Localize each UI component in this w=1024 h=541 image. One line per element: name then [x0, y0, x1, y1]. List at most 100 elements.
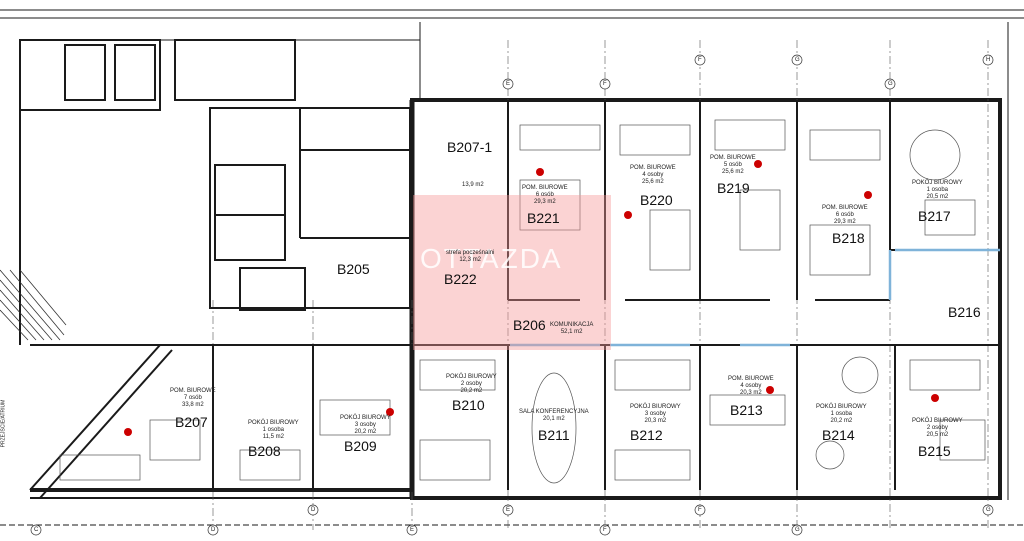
room-b209-label: B209	[344, 438, 377, 454]
room-b222-label: B222	[444, 271, 477, 287]
room-b213-label: B213	[730, 402, 763, 418]
marker-dot	[124, 428, 132, 436]
info-line: 5 osób	[723, 162, 742, 168]
info-line: 33,8 m2	[181, 402, 204, 408]
watermark-logo: OTTAZDA	[420, 243, 563, 274]
info-line: 1 osoba	[926, 187, 949, 193]
room-b206-info: KOMUNIKACJA 52,1 m2	[550, 322, 593, 336]
info-line: POM. BIUROWE	[170, 388, 216, 394]
grid-label-top: F	[698, 57, 702, 63]
info-line: 1 osoba	[262, 427, 285, 433]
info-line: 6 osób	[835, 212, 854, 218]
info-line: 3 osoby	[644, 411, 666, 417]
room-b215-label: B215	[918, 443, 951, 459]
info-line: 4 osoby	[642, 172, 664, 178]
info-line: 20,2 m2	[460, 388, 483, 394]
info-line: 29,3 m2	[533, 199, 556, 205]
info-line: POM. BIUROWE	[822, 205, 868, 211]
info-line: SALA KONFERENCYJNA	[519, 409, 589, 415]
marker-dot	[864, 191, 872, 199]
info-line: 25,6 m2	[721, 169, 744, 175]
grid-label-top: E	[506, 81, 511, 87]
grid-label-bottom: F	[603, 527, 607, 533]
room-b207-info: POM. BIUROWE 7 osób 33,8 m2	[170, 388, 216, 409]
info-line: 29,3 m2	[833, 219, 856, 225]
room-b211-label: B211	[538, 427, 570, 443]
grid-label-top: F	[603, 81, 607, 87]
room-b213-info: POM. BIUROWE 4 osoby 20,3 m2	[728, 376, 774, 397]
info-line: POKÓJ BIUROWY	[912, 418, 963, 424]
grid-label-bottom: D	[211, 527, 216, 533]
room-b210-info: POKÓJ BIUROWY 2 osoby 20,2 m2	[446, 374, 497, 395]
info-line: POKÓJ BIUROWY	[248, 420, 299, 426]
interior-walls	[19, 39, 1000, 499]
side-label: PRZEJŚCIE/ATRIUM	[0, 399, 7, 448]
info-line: POKÓJ BIUROWY	[340, 415, 391, 421]
grid-label-top: H	[986, 57, 991, 63]
room-b218-label: B218	[832, 230, 865, 246]
room-b210-label: B210	[452, 397, 485, 413]
room-b216-label: B216	[948, 304, 981, 320]
info-line: 20,2 m2	[830, 418, 853, 424]
red-markers	[124, 160, 939, 436]
room-b207-label: B207	[175, 414, 208, 430]
room-b221-label: B221	[527, 210, 560, 226]
marker-dot	[386, 408, 394, 416]
info-line: strefa pocześnalni	[446, 250, 495, 256]
grid-label-top: G	[888, 81, 893, 87]
info-line: 1 osoba	[830, 411, 853, 417]
info-line: POM. BIUROWE	[710, 155, 756, 161]
glass-partitions	[510, 248, 1000, 347]
info-line: 6 osób	[535, 192, 554, 198]
grid-label-bottom: C	[34, 527, 39, 533]
furniture	[59, 119, 986, 484]
info-line: POKÓJ BIUROWY	[446, 374, 497, 380]
info-line: POKÓJ BIUROWY	[912, 180, 963, 186]
marker-dot	[754, 160, 762, 168]
room-b220-label: B220	[640, 192, 673, 208]
info-line: 20,1 m2	[543, 416, 565, 422]
room-b219-label: B219	[717, 180, 750, 196]
info-line: 7 osób	[183, 395, 202, 401]
room-b206-label: B206	[513, 317, 546, 333]
info-line: POM. BIUROWE	[728, 376, 774, 382]
info-line: 25,6 m2	[641, 179, 664, 185]
info-line: 2 osoby	[926, 425, 948, 431]
info-line: 20,3 m2	[739, 390, 762, 396]
room-b217-info: POKÓJ BIUROWY 1 osoba 20,5 m2	[912, 180, 963, 201]
info-line: 12,3 m2	[459, 257, 482, 263]
info-line: 2 osoby	[460, 381, 482, 387]
grid-label-bottom: E	[506, 507, 511, 513]
room-b212-info: POKÓJ BIUROWY 3 osoby 20,3 m2	[630, 404, 681, 425]
info-line: 4 osoby	[740, 383, 762, 389]
stair-hatch	[0, 269, 67, 341]
info-line: POM. BIUROWE	[522, 185, 568, 191]
grid-label-bottom: G	[986, 507, 991, 513]
info-line: 52,1 m2	[560, 329, 583, 335]
marker-dot	[536, 168, 544, 176]
grid-label-bottom: D	[311, 507, 316, 513]
room-b219-info: POM. BIUROWE 5 osób 25,6 m2	[710, 155, 756, 176]
room-b211-info: SALA KONFERENCYJNA 20,1 m2	[519, 409, 589, 423]
marker-dot	[624, 211, 632, 219]
room-b217-label: B217	[918, 208, 951, 224]
marker-dot	[766, 386, 774, 394]
grid-label-bottom: E	[410, 527, 415, 533]
room-b220-info: POM. BIUROWE 4 osoby 25,6 m2	[630, 165, 676, 186]
room-b208-label: B208	[248, 443, 281, 459]
info-line: POM. BIUROWE	[630, 165, 676, 171]
room-b208-info: POKÓJ BIUROWY 1 osoba 11,5 m2	[248, 420, 299, 441]
room-b207-1-area: 13,9 m2	[462, 182, 484, 188]
room-b212-label: B212	[630, 427, 663, 443]
marker-dot	[931, 394, 939, 402]
grid-label-bottom: G	[795, 527, 800, 533]
room-b221-info: POM. BIUROWE 6 osób 29,3 m2	[522, 185, 568, 206]
info-line: POKÓJ BIUROWY	[816, 404, 867, 410]
grid-label-bottom: F	[698, 507, 702, 513]
room-b215-info: POKÓJ BIUROWY 2 osoby 20,5 m2	[912, 418, 963, 439]
room-b214-label: B214	[822, 427, 855, 443]
info-line: 20,5 m2	[926, 432, 949, 438]
watermark-box	[413, 195, 611, 350]
info-line: 20,2 m2	[354, 429, 377, 435]
